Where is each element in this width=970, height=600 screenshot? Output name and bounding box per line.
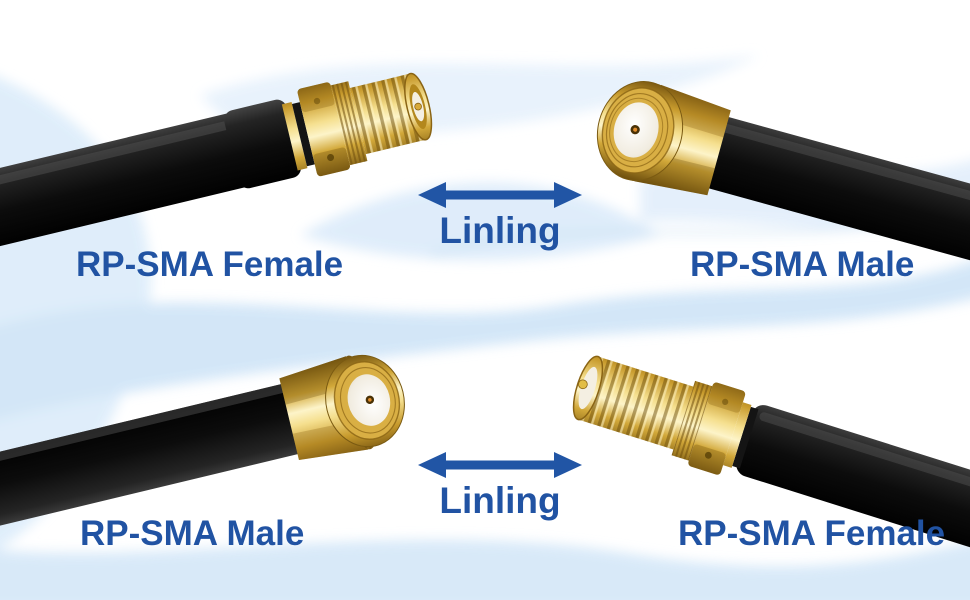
double-arrow-icon xyxy=(418,182,582,208)
brand-text-bottom: Linling xyxy=(439,480,561,521)
annotation-top: Linling xyxy=(418,180,582,250)
annotation-bottom: Linling xyxy=(418,450,582,520)
connector-image-bottom-right-rp-sma-female xyxy=(572,355,970,572)
label-top-left-connector: RP-SMA Female xyxy=(76,245,344,284)
connector-image-top-right-rp-sma-male xyxy=(596,81,970,271)
double-arrow-icon xyxy=(418,452,582,478)
connector-image-bottom-left-rp-sma-male xyxy=(0,354,405,534)
label-bottom-left-connector: RP-SMA Male xyxy=(80,514,305,553)
brand-text-top: Linling xyxy=(439,210,561,251)
label-top-right-connector: RP-SMA Male xyxy=(690,245,915,284)
label-bottom-right-connector: RP-SMA Female xyxy=(678,514,946,553)
connector-image-top-left-rp-sma-female xyxy=(0,72,433,252)
